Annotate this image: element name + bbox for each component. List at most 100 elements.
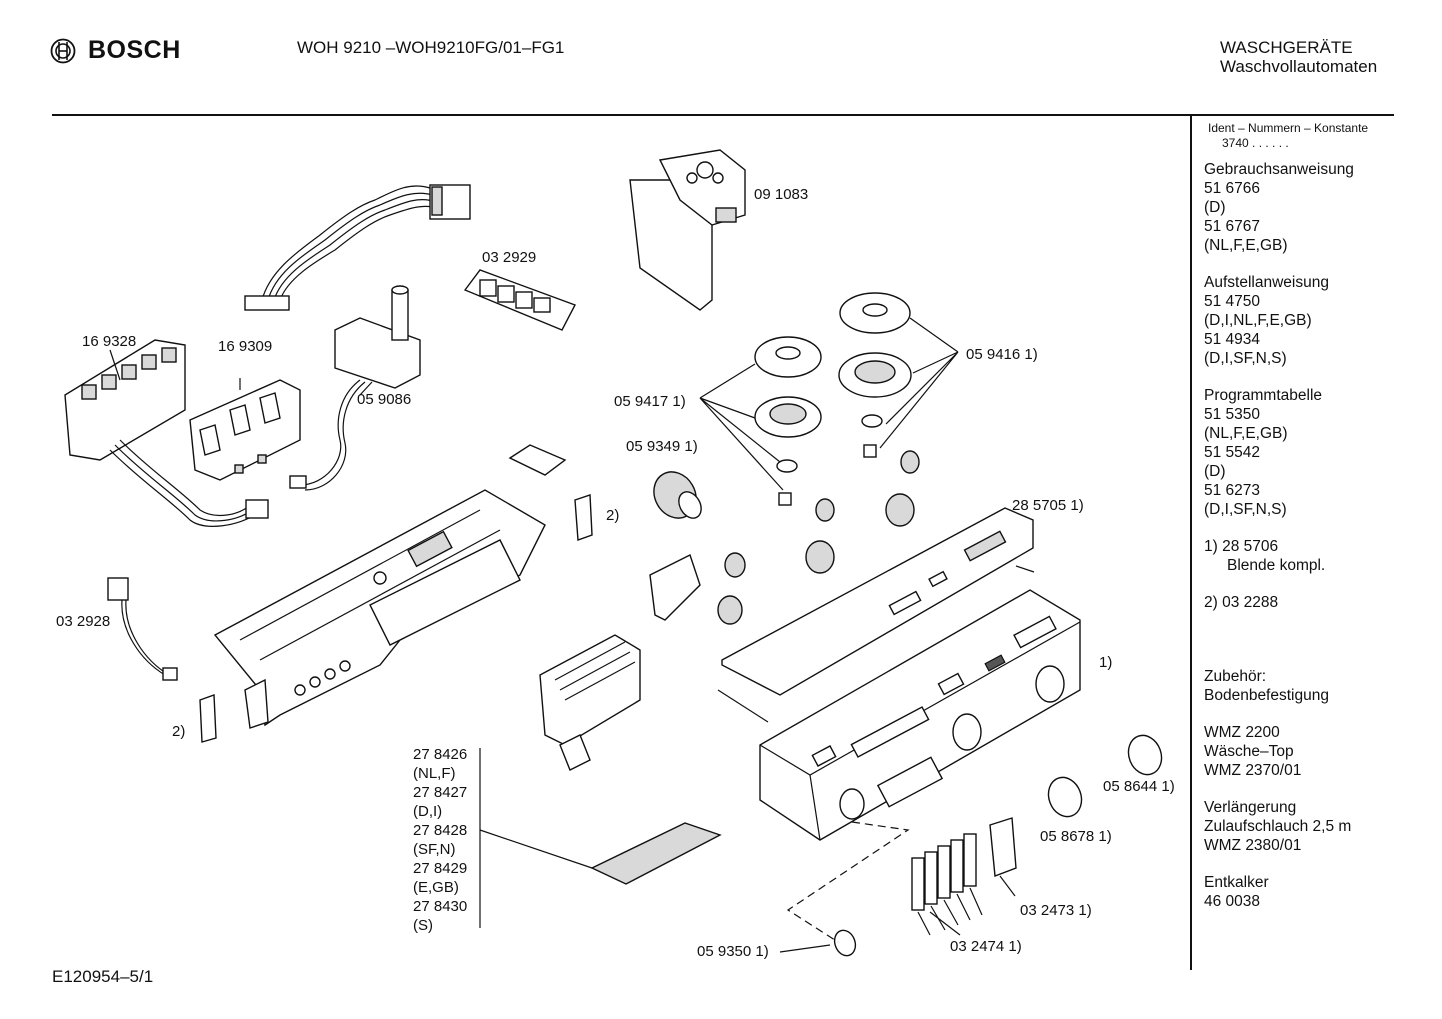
leader-line <box>109 349 121 381</box>
label-sheet-icon <box>590 822 722 885</box>
programm-lang: (D) <box>1204 463 1226 480</box>
clip-icon <box>199 694 217 743</box>
button-cap-icon <box>989 817 1017 877</box>
gebrauch-number: 51 6766 <box>1204 180 1261 197</box>
doc-lang: (S) <box>413 917 433 934</box>
leader-line <box>879 317 959 449</box>
bosch-logo-icon <box>50 38 76 63</box>
ribbon-cable-icon <box>244 184 471 311</box>
knob-icon <box>833 734 1163 957</box>
accessory-number: WMZ 2370/01 <box>1204 762 1302 779</box>
doc-lang: (E,GB) <box>413 879 459 896</box>
programm-lang: (D,I,SF,N,S) <box>1204 501 1287 518</box>
exploded-parts-drawing <box>64 149 1163 957</box>
note-1: 1) 28 5706 <box>1204 538 1279 555</box>
sidebar-info: Gebrauchsanweisung 51 6766 (D) 51 6767 (… <box>1204 160 1354 911</box>
doc-lang: (D,I) <box>413 803 443 820</box>
doc-number: 27 8427 <box>413 784 468 801</box>
category-line-1: WASCHGERÄTE <box>1220 38 1353 57</box>
leader-line <box>359 381 373 396</box>
leader-line <box>929 911 961 936</box>
knob-disc-icon <box>754 292 912 506</box>
gebrauch-title: Gebrauchsanweisung <box>1204 161 1354 178</box>
sensor-cable-icon <box>107 577 178 681</box>
zubehoer-item: Bodenbefestigung <box>1204 687 1329 704</box>
aufstell-number: 51 4750 <box>1204 293 1261 310</box>
programm-number: 51 5350 <box>1204 406 1261 423</box>
accessory-number: WMZ 2200 <box>1204 724 1280 741</box>
note-2: 2) 03 2288 <box>1204 594 1279 611</box>
part-label: 28 5705 1) <box>1012 497 1084 514</box>
verlaengerung-title: Verlängerung <box>1204 799 1297 816</box>
header-divider <box>52 114 1394 116</box>
part-label: 05 9417 1) <box>614 393 686 410</box>
clip-icon <box>574 494 593 541</box>
part-label: 03 2928 <box>56 613 111 630</box>
programm-number: 51 6273 <box>1204 482 1261 499</box>
accessory-text: Wäsche–Top <box>1204 743 1294 760</box>
bracket-icon <box>649 554 701 621</box>
verlaengerung-text: Zulaufschlauch 2,5 m <box>1204 818 1352 835</box>
doc-lang: (NL,F) <box>413 765 456 782</box>
ident-value: 3740 . . . . . . <box>1222 136 1289 150</box>
control-panel-icon <box>759 589 1081 841</box>
part-label: 05 8644 1) <box>1103 778 1175 795</box>
doc-number-list: 27 8426 (NL,F) 27 8427 (D,I) 27 8428 (SF… <box>413 745 467 935</box>
gebrauch-lang: (NL,F,E,GB) <box>1204 237 1288 254</box>
leader-line <box>699 363 784 491</box>
footer-code: E120954–5/1 <box>52 967 154 986</box>
note-1-text: Blende kompl. <box>1227 557 1326 574</box>
circuit-board-icon <box>463 269 576 331</box>
part-label: 2) <box>606 507 620 524</box>
part-label: 05 9350 1) <box>697 943 769 960</box>
aufstell-title: Aufstellanweisung <box>1204 274 1329 291</box>
relay-part-icon <box>629 149 746 311</box>
switch-array-icon <box>539 634 641 771</box>
doc-number: 27 8430 <box>413 898 468 915</box>
part-label: 05 8678 1) <box>1040 828 1112 845</box>
part-label: 16 9309 <box>218 338 273 355</box>
part-label: 03 2929 <box>482 249 537 266</box>
ident-block: Ident – Nummern – Konstante 3740 . . . .… <box>1208 121 1368 151</box>
aufstell-lang: (D,I,SF,N,S) <box>1204 350 1287 367</box>
category-heading: WASCHGERÄTE Waschvollautomaten <box>1220 38 1377 76</box>
timer-motor-icon <box>289 285 421 491</box>
alignment-line <box>786 821 910 943</box>
cover-plate-icon <box>508 444 567 476</box>
accessory-number: WMZ 2380/01 <box>1204 837 1302 854</box>
brand-name: BOSCH <box>88 36 181 64</box>
part-label: 2) <box>172 723 186 740</box>
doc-number: 27 8428 <box>413 822 468 839</box>
gebrauch-lang: (D) <box>1204 199 1226 216</box>
push-button-set-icon <box>911 833 983 936</box>
aufstell-lang: (D,I,NL,F,E,GB) <box>1204 312 1312 329</box>
ident-title: Ident – Nummern – Konstante <box>1208 121 1369 135</box>
part-label: 03 2474 1) <box>950 938 1022 955</box>
aufstell-number: 51 4934 <box>1204 331 1261 348</box>
doc-number: 27 8429 <box>413 860 468 877</box>
part-label: 03 2473 1) <box>1020 902 1092 919</box>
switch-block-icon <box>64 339 269 527</box>
leader-line <box>479 829 593 869</box>
brand: BOSCH <box>50 36 181 65</box>
leader-line <box>779 944 831 953</box>
leader-line <box>999 875 1016 897</box>
model-title: WOH 9210 –WOH9210FG/01–FG1 <box>297 38 565 57</box>
programm-number: 51 5542 <box>1204 444 1261 461</box>
switch-holder-icon <box>189 379 301 481</box>
fascia-panel-icon <box>717 507 1035 723</box>
gear-wheel-icon <box>717 450 920 625</box>
category-line-2: Waschvollautomaten <box>1220 57 1378 76</box>
programm-lang: (NL,F,E,GB) <box>1204 425 1288 442</box>
doc-lang: (SF,N) <box>413 841 456 858</box>
part-label: 09 1083 <box>754 186 809 203</box>
entkalker-number: 46 0038 <box>1204 893 1261 910</box>
doc-number: 27 8426 <box>413 746 468 763</box>
chassis-frame-icon <box>213 489 546 729</box>
programm-title: Programmtabelle <box>1204 387 1323 404</box>
sidebar-divider <box>1190 116 1192 970</box>
zubehoer-title: Zubehör: <box>1204 668 1267 685</box>
entkalker-title: Entkalker <box>1204 874 1269 891</box>
part-label: 05 9086 <box>357 391 412 408</box>
part-label: 05 9416 1) <box>966 346 1038 363</box>
